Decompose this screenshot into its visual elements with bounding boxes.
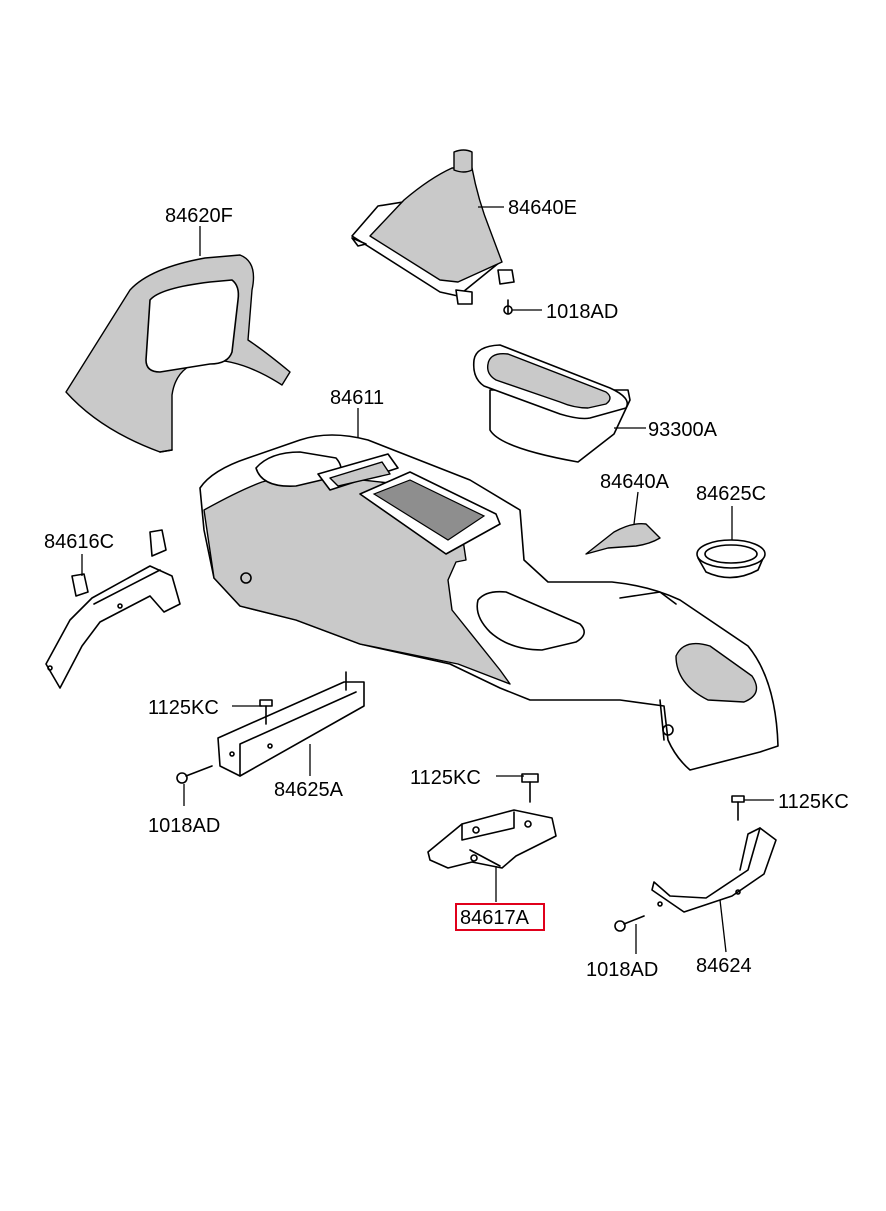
label-84624[interactable]: 84624 <box>696 955 752 977</box>
label-1125KC-mid[interactable]: 1125KC <box>410 767 481 789</box>
label-1018AD-top[interactable]: 1018AD <box>546 301 618 323</box>
label-84625A[interactable]: 84625A <box>274 779 344 801</box>
part-1018AD-right-screw[interactable] <box>614 915 645 932</box>
part-84640A-cover[interactable] <box>585 522 661 555</box>
part-84624-bracket[interactable] <box>651 827 777 913</box>
part-84625A-bracket[interactable] <box>217 671 365 777</box>
part-84625C-ring[interactable] <box>696 539 766 579</box>
label-84625C[interactable]: 84625C <box>696 483 766 505</box>
label-84616C[interactable]: 84616C <box>44 531 114 553</box>
label-1018AD-right[interactable]: 1018AD <box>586 959 658 981</box>
label-1018AD-left[interactable]: 1018AD <box>148 815 220 837</box>
part-1125KC-right-bolt[interactable] <box>731 795 745 821</box>
part-84617A-bracket[interactable] <box>427 809 557 869</box>
part-1125KC-left-bolt[interactable] <box>259 699 273 725</box>
part-labels: 84620F 84640E 1018AD 93300A 84611 84640A… <box>44 197 849 981</box>
leader-lines <box>81 206 774 954</box>
part-1018AD-left-screw[interactable] <box>176 765 213 784</box>
label-93300A[interactable]: 93300A <box>648 419 718 441</box>
part-1125KC-mid-bolt[interactable] <box>521 773 539 803</box>
part-84640E-shift-boot[interactable] <box>351 149 515 305</box>
part-93300A-tray[interactable] <box>472 344 631 463</box>
label-84640A[interactable]: 84640A <box>600 471 670 493</box>
part-84616C-bracket[interactable] <box>45 529 181 689</box>
label-1125KC-left[interactable]: 1125KC <box>148 697 219 719</box>
highlight-box-84617A <box>455 903 545 931</box>
label-1125KC-right[interactable]: 1125KC <box>778 791 849 813</box>
label-84620F[interactable]: 84620F <box>165 205 233 227</box>
part-84611-console[interactable] <box>199 434 779 771</box>
label-84611[interactable]: 84611 <box>330 387 384 409</box>
label-84617A[interactable]: 84617A <box>460 907 530 929</box>
label-84640E[interactable]: 84640E <box>508 197 577 219</box>
part-1018AD-top-screw[interactable] <box>503 299 513 315</box>
part-84620F-cover[interactable] <box>65 254 291 453</box>
